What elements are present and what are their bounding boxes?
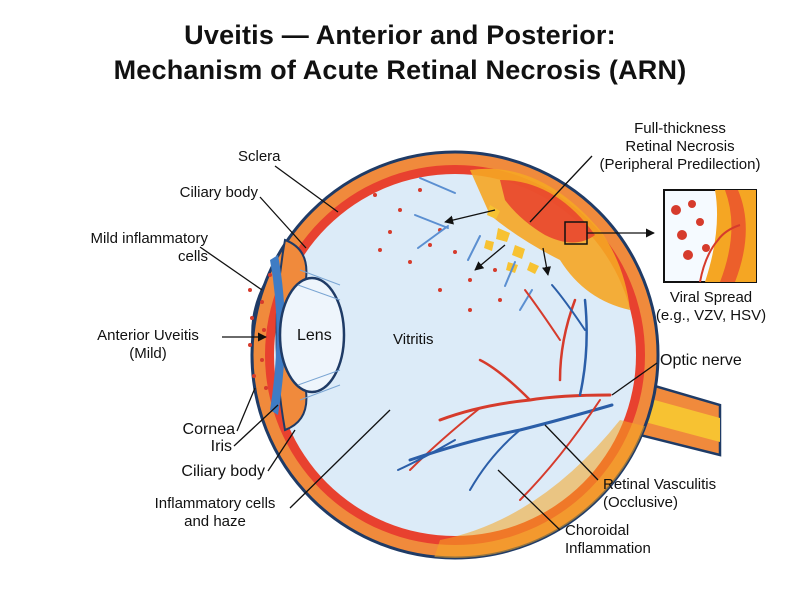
vitreous-strands	[414, 177, 533, 311]
label-vitritis: Vitritis	[393, 331, 434, 348]
vitreous-cells	[373, 188, 502, 312]
label-ciliary-body-bottom: Ciliary body	[181, 463, 265, 480]
necrosis-region	[470, 168, 630, 310]
label-sclera: Sclera	[238, 148, 281, 165]
anterior-cells	[248, 273, 272, 390]
label-ciliary-body-top: Ciliary body	[179, 184, 258, 201]
label-lens: Lens	[297, 327, 332, 344]
label-leaders	[199, 155, 658, 531]
viral-spread-inset	[564, 189, 757, 283]
label-mild-inflammatory-cells: Mild inflammatory cells	[90, 230, 208, 265]
label-choroidal-inflammation: Choroidal Inflammation	[565, 522, 651, 557]
diagram-title-line-2: Mechanism of Acute Retinal Necrosis (ARN…	[113, 55, 687, 85]
label-retinal-vasculitis: Retinal Vasculitis (Occlusive)	[603, 476, 717, 511]
label-cornea: Cornea	[182, 421, 235, 438]
zonule-lines	[297, 269, 341, 401]
retinal-vessels	[397, 284, 614, 501]
label-anterior-uveitis: Anterior Uveitis (Mild)	[97, 327, 199, 362]
label-viral-spread: Viral Spread (e.g., VZV, HSV)	[655, 289, 767, 324]
label-inflammatory-haze: Inflammatory cells and haze	[154, 495, 276, 530]
label-retinal-necrosis: Full-thickness Retinal Necrosis (Periphe…	[599, 120, 761, 173]
diagram-title-line-1: Uveitis — Anterior and Posterior:	[184, 20, 616, 50]
label-iris: Iris	[210, 438, 232, 455]
lens-shape	[278, 276, 346, 394]
label-optic-nerve: Optic nerve	[660, 352, 742, 369]
